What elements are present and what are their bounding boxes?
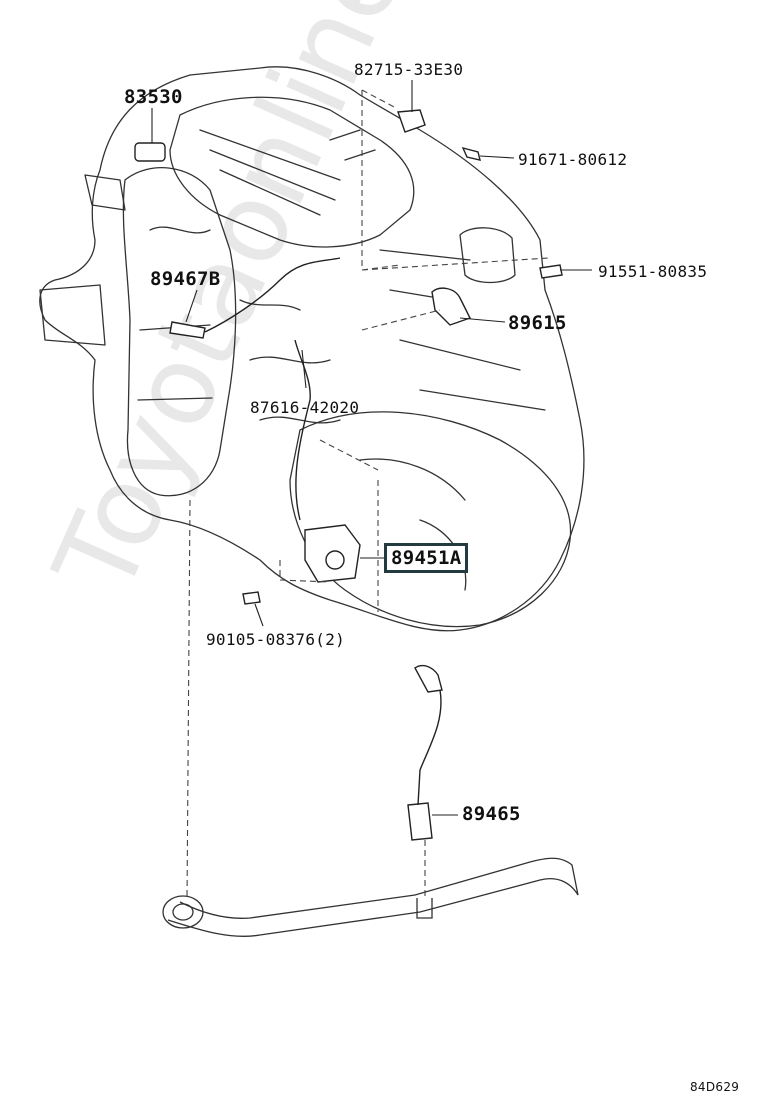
throttle-body [459, 227, 516, 284]
part-label-90105-08376[interactable]: 90105-08376(2) [206, 630, 346, 649]
oxygen-sensor-upper [169, 321, 206, 339]
bracket [397, 109, 426, 133]
diagram-code: 84D629 [690, 1080, 740, 1094]
part-label-89451a[interactable]: 89451A [384, 543, 469, 573]
intake-manifold [169, 96, 415, 248]
part-label-91551-80835[interactable]: 91551-80835 [598, 262, 708, 281]
knock-sensor [431, 287, 471, 326]
part-label-82715-33e30[interactable]: 82715-33E30 [354, 60, 464, 79]
oxygen-sensor-lower [414, 664, 443, 693]
transaxle [289, 411, 572, 628]
part-label-87616-42020[interactable]: 87616-42020 [250, 398, 360, 417]
engine-block [39, 66, 585, 632]
exhaust-pipe [167, 857, 579, 937]
part-label-83530[interactable]: 83530 [124, 86, 183, 108]
part-label-89615[interactable]: 89615 [508, 312, 567, 334]
part-label-89467b[interactable]: 89467B [150, 268, 221, 290]
catalytic-converter [122, 167, 237, 497]
part-label-91671-80612[interactable]: 91671-80612 [518, 150, 628, 169]
part-label-89465[interactable]: 89465 [462, 803, 521, 825]
oil-pressure-switch [134, 142, 166, 162]
